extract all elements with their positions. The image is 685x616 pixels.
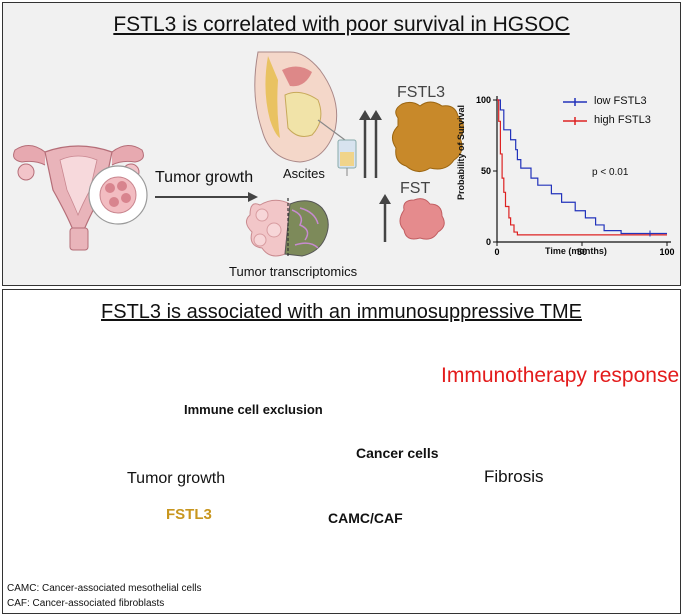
legend-low-label: low FSTL3 xyxy=(594,95,647,107)
legend-high-label: high FSTL3 xyxy=(594,114,651,126)
fst-upregulation-arrow xyxy=(379,194,391,242)
chart-x-tick-label: 0 xyxy=(494,247,499,257)
chart-y-tick-label: 0 xyxy=(486,237,491,247)
tumor-transcriptomics-label: Tumor transcriptomics xyxy=(229,264,358,279)
chart-x-tick-label: 50 xyxy=(577,247,587,257)
fstl3-molecule-label: FSTL3 xyxy=(166,506,212,523)
chart-xlabel: Time (months) xyxy=(545,246,607,256)
tumor-growth-label-bottom: Tumor growth xyxy=(127,470,226,487)
immune-cell-exclusion-label: Immune cell exclusion xyxy=(184,402,323,417)
fst-protein-icon xyxy=(399,198,445,240)
top-panel-title: FSTL3 is correlated with poor survival i… xyxy=(113,13,570,36)
bottom-panel: FSTL3 is associated with an immunosuppre… xyxy=(2,289,681,614)
fibrosis-label: Fibrosis xyxy=(484,467,544,486)
tumor-growth-label: Tumor growth xyxy=(155,169,254,186)
chart-ylabel: Probability of Survival xyxy=(456,104,466,200)
fstl3-upregulation-arrows xyxy=(359,110,382,178)
cancer-cells-label: Cancer cells xyxy=(356,445,439,461)
chart-pvalue: p < 0.01 xyxy=(592,167,629,178)
camc-caf-label: CAMC/CAF xyxy=(328,510,403,526)
footnote-caf: CAF: Cancer-associated fibroblasts xyxy=(7,598,165,609)
chart-y-tick-label: 100 xyxy=(476,95,491,105)
uterus-illustration xyxy=(13,145,148,251)
fstl3-protein-icon xyxy=(392,101,464,172)
chart-x-tick-label: 100 xyxy=(659,247,674,257)
km-curve-low-fstl3 xyxy=(497,99,667,235)
tumor-transcriptomics-illustration xyxy=(246,198,329,258)
top-panel: FSTL3 is correlated with poor survival i… xyxy=(2,2,681,286)
fstl3-label: FSTL3 xyxy=(397,84,446,101)
ascites-label: Ascites xyxy=(283,166,325,181)
ascites-illustration xyxy=(254,51,357,176)
chart-y-tick-label: 50 xyxy=(481,166,491,176)
immunotherapy-response-label: Immunotherapy response xyxy=(441,364,680,387)
fst-label: FST xyxy=(400,180,431,197)
bottom-panel-title: FSTL3 is associated with an immunosuppre… xyxy=(101,301,582,323)
km-curve-high-fstl3 xyxy=(497,99,667,236)
footnote-camc: CAMC: Cancer-associated mesothelial cell… xyxy=(7,583,202,594)
